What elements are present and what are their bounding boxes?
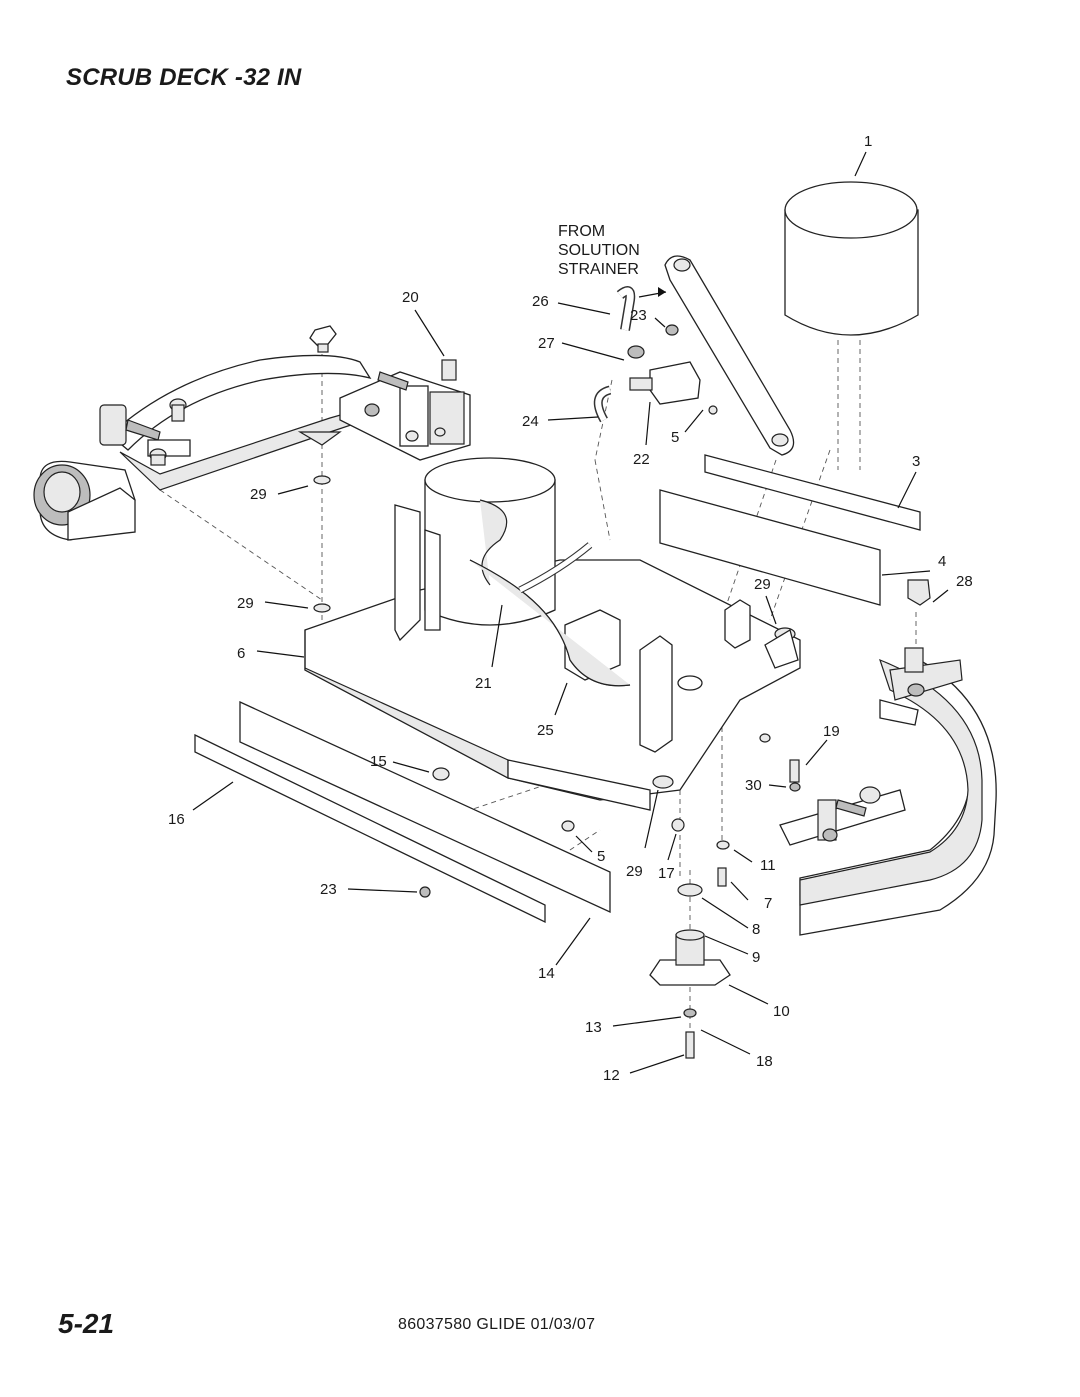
callout-29: 29 <box>250 486 267 503</box>
right-squeegee-arm <box>779 579 997 936</box>
callout-5: 5 <box>597 848 605 865</box>
callout-21: 21 <box>475 675 492 692</box>
callout-24: 24 <box>522 413 539 430</box>
callout-18: 18 <box>756 1053 773 1070</box>
page-number: 5-21 <box>58 1308 115 1339</box>
callout-11: 11 <box>760 857 776 874</box>
callout-29: 29 <box>626 863 643 880</box>
flow-label-line-from: FROM <box>558 223 606 240</box>
callout-19: 19 <box>823 723 840 740</box>
solution-tank <box>394 457 556 642</box>
callout-29: 29 <box>754 576 771 593</box>
callout-30: 30 <box>745 777 762 794</box>
callout-29: 29 <box>237 595 254 612</box>
callout-22: 22 <box>633 451 650 468</box>
callout-13: 13 <box>585 1019 602 1036</box>
flow-label: FROM SOLUTION STRAINER <box>558 222 640 279</box>
skirt-strips <box>194 454 921 924</box>
callout-27: 27 <box>538 335 555 352</box>
callout-4: 4 <box>938 553 946 570</box>
callout-5: 5 <box>671 429 679 446</box>
callout-1: 1 <box>864 133 872 150</box>
callout-numbers: 1 20 26 23 27 24 5 22 3 29 4 29 28 29 6 … <box>168 133 973 1084</box>
callout-26: 26 <box>532 293 549 310</box>
callout-17: 17 <box>658 865 675 882</box>
flow-label-line-solution: SOLUTION <box>558 242 640 259</box>
callout-28: 28 <box>956 573 973 590</box>
callout-3: 3 <box>912 453 920 470</box>
page-title: SCRUB DECK -32 IN <box>66 64 302 91</box>
callout-7: 7 <box>764 895 772 912</box>
valve-assembly <box>441 324 718 415</box>
callout-14: 14 <box>538 965 555 982</box>
callout-23: 23 <box>630 307 647 324</box>
callout-25: 25 <box>537 722 554 739</box>
flow-label-line-strainer: STRAINER <box>558 261 639 278</box>
callout-20: 20 <box>402 289 419 306</box>
callout-leader-lines <box>192 151 949 1074</box>
lift-arm <box>664 255 795 456</box>
hoses <box>469 286 636 687</box>
callout-6: 6 <box>237 645 245 662</box>
footer-doc-id: 86037580 GLIDE 01/03/07 <box>398 1316 596 1333</box>
callout-9: 9 <box>752 949 760 966</box>
vacuum-motor <box>784 181 919 336</box>
callout-10: 10 <box>773 1003 790 1020</box>
pad-driver-hub <box>313 475 801 1059</box>
callout-8: 8 <box>752 921 760 938</box>
callout-15: 15 <box>370 753 387 770</box>
callout-16: 16 <box>168 811 185 828</box>
callout-23: 23 <box>320 881 337 898</box>
callout-12: 12 <box>603 1067 620 1084</box>
left-squeegee-arm <box>33 325 471 541</box>
